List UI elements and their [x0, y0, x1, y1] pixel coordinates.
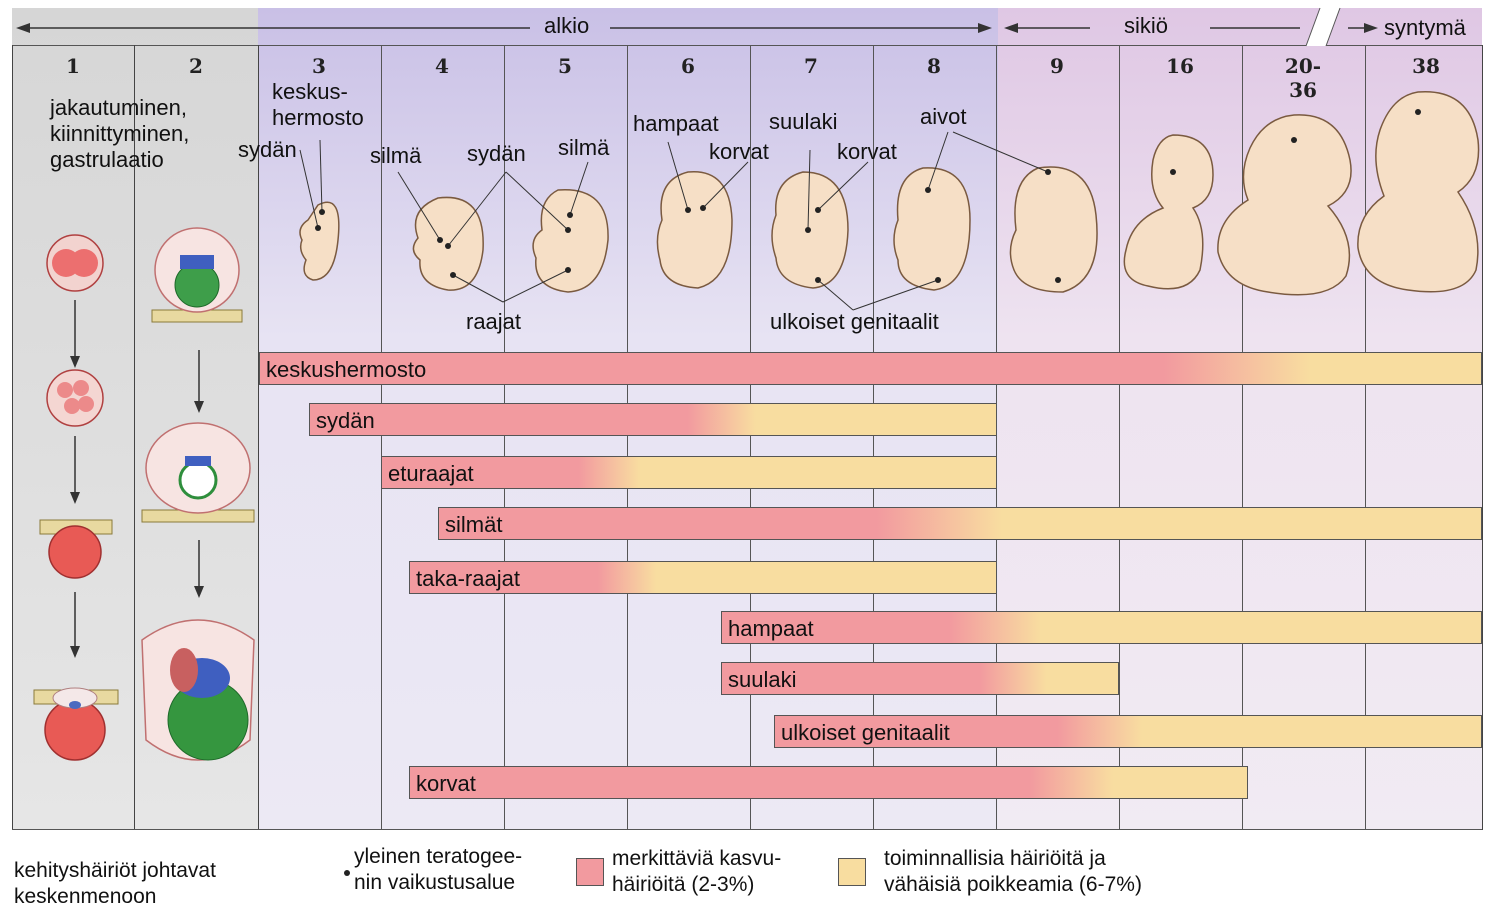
embryo-period-label: alkio [544, 14, 589, 38]
organ-label-eye: silmä [370, 144, 421, 168]
week-label: 1 [43, 54, 103, 78]
bar-label: taka-raajat [416, 566, 520, 592]
fetus-week20-36 [1218, 115, 1351, 295]
legend-major-line2: häiriöitä (2-3%) [612, 872, 754, 898]
legend-minor-line2: vähäisiä poikkeamia (6-7%) [884, 872, 1142, 898]
organ-label-heart: sydän [238, 138, 297, 162]
legend-major-line1: merkittäviä kasvu- [612, 846, 781, 872]
organ-label-limbs: raajat [466, 310, 521, 334]
embryo-week5 [533, 190, 608, 292]
period-bar: sydän [309, 403, 997, 436]
stage-label-line1: jakautuminen, [50, 96, 187, 120]
fetus-week38 [1358, 92, 1479, 292]
week-label: 4 [412, 54, 472, 78]
stage-label-line2: kiinnittyminen, [50, 122, 189, 146]
bar-label: hampaat [728, 616, 814, 642]
embryo-week8 [894, 168, 970, 290]
bar-label: keskushermosto [266, 357, 426, 383]
bar-label: eturaajat [388, 461, 474, 487]
organ-label-heart2: sydän [467, 142, 526, 166]
period-bar: keskushermosto [259, 352, 1482, 385]
organ-label-cns: keskus- [272, 80, 348, 104]
week-label: 2 [166, 54, 226, 78]
period-bar: hampaat [721, 611, 1482, 644]
legend-minor-line1: toiminnallisia häiriöitä ja [884, 846, 1106, 872]
organ-label-eye2: silmä [558, 136, 609, 160]
stage-label-line3: gastrulaatio [50, 148, 164, 172]
organ-label-brain: aivot [920, 105, 966, 129]
week-label: 5 [535, 54, 595, 78]
legend-dot-line1: yleinen teratogee- [354, 844, 522, 870]
period-bar: suulaki [721, 662, 1119, 695]
legend-minor-swatch [838, 858, 866, 886]
legend-bracket-line1: kehityshäiriöt johtavat [14, 858, 216, 884]
organ-label-ears2: korvat [837, 140, 897, 164]
period-bar: eturaajat [381, 456, 997, 489]
bar-label: silmät [445, 512, 502, 538]
bar-label: korvat [416, 771, 476, 797]
legend-dot-marker [344, 870, 350, 876]
week-label: 16 [1150, 54, 1210, 78]
bar-label: suulaki [728, 667, 796, 693]
organ-label-teeth: hampaat [633, 112, 719, 136]
week-label: 9 [1027, 54, 1087, 78]
organ-label-palate: suulaki [769, 110, 837, 134]
organ-label-ears: korvat [709, 140, 769, 164]
organ-label-genitals: ulkoiset genitaalit [770, 310, 939, 334]
period-arrows [0, 0, 1492, 60]
period-bar: korvat [409, 766, 1248, 799]
fetus-week9 [1010, 167, 1097, 292]
fetus-period-label: sikiö [1124, 14, 1168, 38]
week-label: 38 [1396, 54, 1456, 78]
legend-dot-line2: nin vaikustusalue [354, 870, 515, 896]
legend-bracket-line2: keskenmenoon [14, 884, 156, 910]
week-label: 3 [289, 54, 349, 78]
fetus-week16 [1124, 135, 1213, 289]
week-label: 6 [658, 54, 718, 78]
embryo-week3 [300, 202, 339, 280]
week-label: 8 [904, 54, 964, 78]
organ-label-cns2: hermosto [272, 106, 364, 130]
early-development-illustrations [12, 200, 258, 780]
week-label: 7 [781, 54, 841, 78]
period-bar: silmät [438, 507, 1482, 540]
bar-label: ulkoiset genitaalit [781, 720, 950, 746]
birth-label: syntymä [1384, 16, 1466, 40]
bar-label: sydän [316, 408, 375, 434]
period-bar: taka-raajat [409, 561, 997, 594]
period-bar: ulkoiset genitaalit [774, 715, 1482, 748]
legend-major-swatch [576, 858, 604, 886]
grid-bottom-line [12, 829, 1482, 830]
